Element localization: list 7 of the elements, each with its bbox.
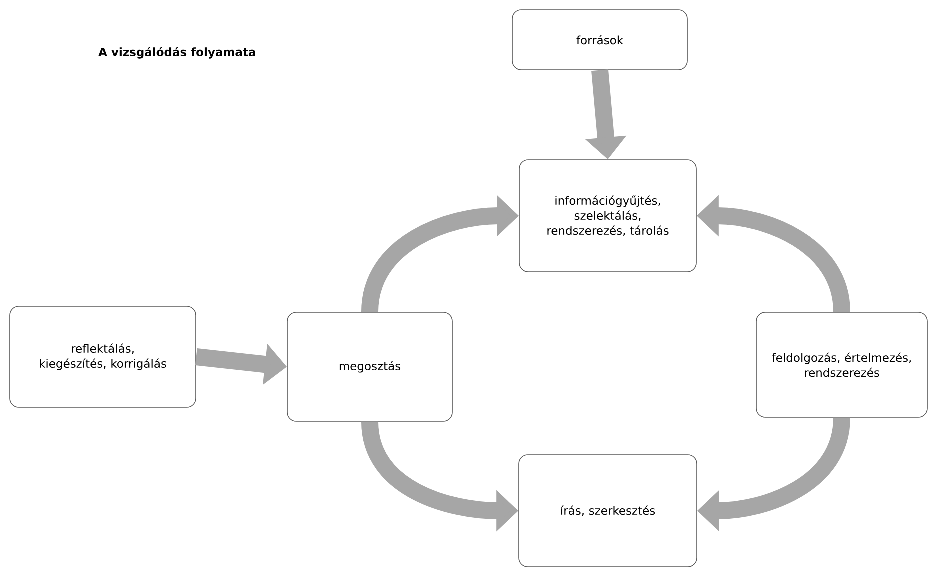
process-box: írás, szerkesztés — [518, 454, 698, 568]
process-box: források — [512, 10, 688, 70]
process-box: feldolgozás, értelmezés, rendszerezés — [756, 312, 928, 418]
process-box: információgyűjtés, szelektálás, rendszerezés, tárolás — [519, 160, 697, 272]
process-box: megosztás — [287, 312, 453, 422]
process-box: reflektálás, kiegészítés, korrigálás — [10, 306, 196, 408]
title: A vizsgálódás folyamata — [98, 47, 256, 59]
